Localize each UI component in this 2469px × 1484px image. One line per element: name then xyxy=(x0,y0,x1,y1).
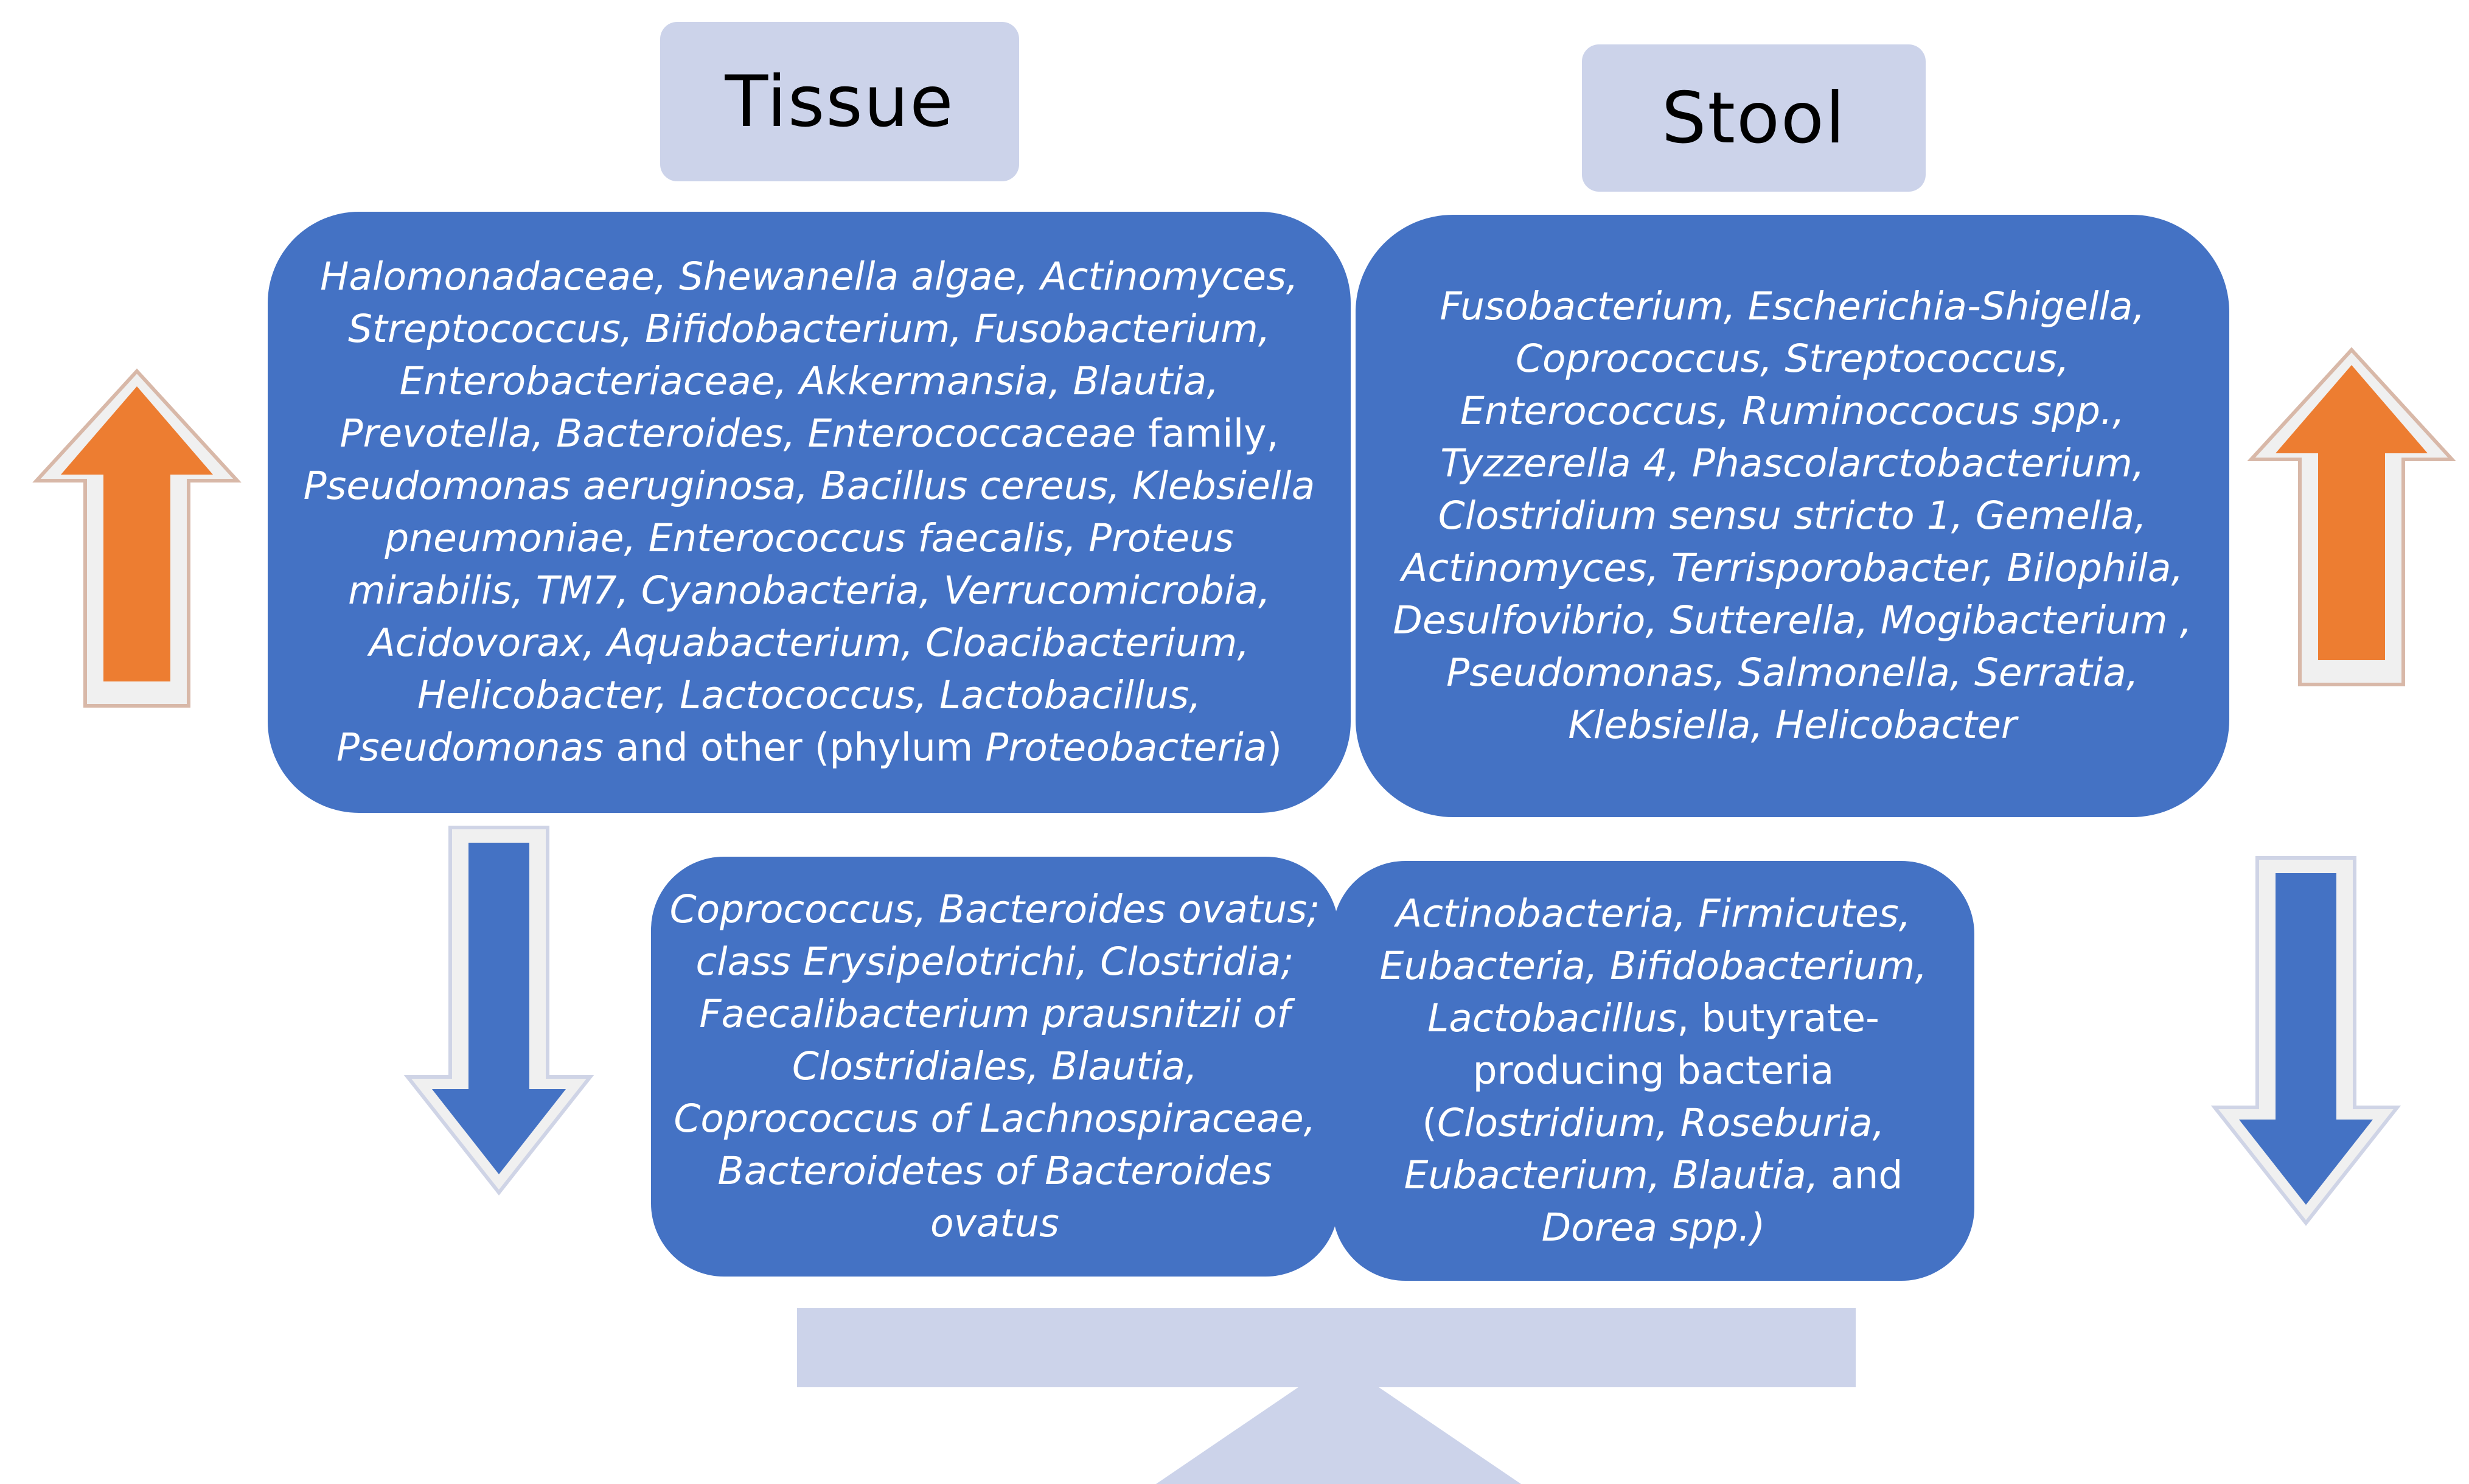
taxa-text-segment: Halomonadaceae, Shewanella algae, Actino… xyxy=(320,254,1298,456)
tissue-decreased-text: Coprococcus, Bacteroides ovatus; class E… xyxy=(669,883,1320,1250)
arrow-down-icon xyxy=(403,826,594,1196)
tissue-header-label: Tissue xyxy=(725,60,955,143)
taxa-text-segment: Actinobacteria, Firmicutes, Eubacteria, … xyxy=(1379,891,1927,1040)
taxa-text-segment: family, xyxy=(1136,411,1279,456)
taxa-text-segment: and other (phylum xyxy=(604,725,986,770)
tissue-increased-text: Halomonadaceae, Shewanella algae, Actino… xyxy=(292,251,1326,774)
arrow-up-icon xyxy=(32,368,242,708)
taxa-text-segment: Dorea spp.) xyxy=(1541,1205,1766,1250)
balance-fulcrum xyxy=(1156,1360,1521,1484)
taxa-text-segment: Clostridium, Roseburia, Eubacterium, Bla… xyxy=(1404,1101,1885,1197)
arrow-down-icon xyxy=(2210,856,2401,1226)
stool-header-label: Stool xyxy=(1661,77,1847,159)
taxa-text-segment: Proteobacteria xyxy=(985,725,1267,770)
taxa-text-segment: and xyxy=(1818,1153,1903,1197)
tissue-increased-box: Halomonadaceae, Shewanella algae, Actino… xyxy=(268,212,1351,813)
taxa-text-segment: Pseudomonas aeruginosa, Bacillus cereus,… xyxy=(303,464,1315,770)
arrow-up-fill xyxy=(61,386,213,681)
arrow-down-fill xyxy=(2239,873,2373,1205)
stool-increased-text: Fusobacterium, Escherichia-Shigella, Cop… xyxy=(1380,280,2205,751)
stool-header: Stool xyxy=(1582,44,1926,192)
tissue-header: Tissue xyxy=(660,22,1019,181)
taxa-text-segment: Fusobacterium, Escherichia-Shigella, Cop… xyxy=(1393,284,2192,747)
tissue-decreased-box: Coprococcus, Bacteroides ovatus; class E… xyxy=(651,857,1339,1277)
taxa-text-segment: Coprococcus, Bacteroides ovatus; class E… xyxy=(669,887,1320,1245)
stool-increased-box: Fusobacterium, Escherichia-Shigella, Cop… xyxy=(1356,215,2229,817)
taxa-text-segment: ) xyxy=(1267,725,1283,770)
taxa-text-segment: , butyrate-producing bacteria ( xyxy=(1422,996,1879,1145)
arrow-down-fill xyxy=(432,843,566,1174)
stool-decreased-box: Actinobacteria, Firmicutes, Eubacteria, … xyxy=(1332,861,1974,1281)
arrow-up-fill xyxy=(2276,365,2428,660)
arrow-up-icon xyxy=(2247,347,2456,686)
stool-decreased-text: Actinobacteria, Firmicutes, Eubacteria, … xyxy=(1351,888,1956,1254)
